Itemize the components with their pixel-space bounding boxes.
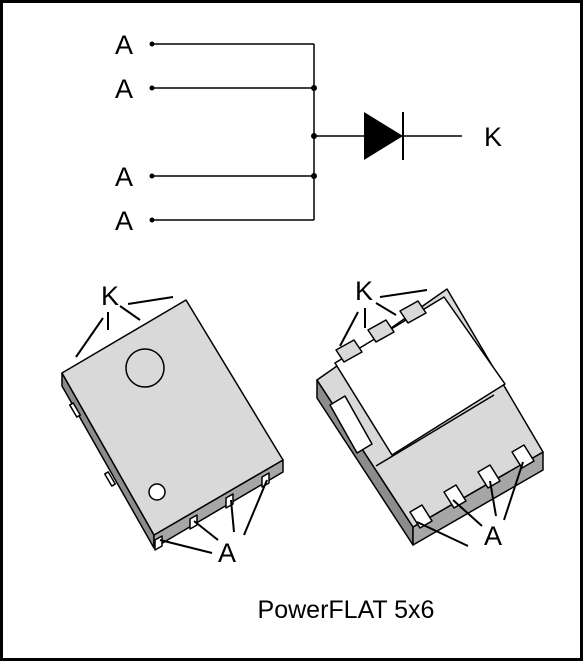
- pin-dot: [149, 173, 155, 179]
- callout-line: [375, 302, 397, 316]
- anode-pad: [477, 464, 501, 489]
- pin-dot: [149, 85, 155, 91]
- side-lead: [104, 471, 116, 487]
- top-view-callouts: [75, 296, 268, 554]
- callout-line: [119, 305, 141, 321]
- side-lead: [69, 402, 81, 418]
- cathode-pad: [399, 300, 427, 324]
- callout-line: [339, 311, 359, 347]
- cathode-pad: [367, 319, 395, 343]
- top-view-anode-label: A: [218, 538, 236, 568]
- bottom-view-anode-label: A: [484, 521, 502, 551]
- anode-label-2: A: [115, 74, 133, 104]
- schematic-dots: [149, 41, 317, 223]
- callout-line: [127, 296, 174, 305]
- callout-line: [75, 317, 104, 358]
- junction-dot: [311, 85, 317, 91]
- anode-pad: [409, 504, 433, 529]
- callout-line: [243, 479, 268, 536]
- anode-label-4: A: [115, 206, 133, 236]
- anode-lead-pad: [189, 514, 198, 530]
- pin-dot: [149, 217, 155, 223]
- side-pad: [329, 395, 373, 454]
- callout-line: [503, 461, 524, 521]
- package-top-face: [61, 299, 284, 536]
- bottom-view-callouts: [339, 289, 524, 547]
- junction-dot: [311, 133, 317, 139]
- anode-pad: [511, 444, 535, 469]
- package-marking-large: [125, 348, 165, 388]
- callout-line: [452, 499, 483, 527]
- bottom-view-cathode-label: K: [355, 276, 373, 306]
- anode-label-1: A: [115, 30, 133, 60]
- anode-label-3: A: [115, 162, 133, 192]
- junction-dot: [311, 173, 317, 179]
- diode-symbol: [364, 112, 403, 160]
- cathode-pad: [335, 339, 363, 363]
- cathode-label: K: [484, 122, 502, 152]
- callout-line: [416, 521, 469, 547]
- callout-line: [193, 520, 219, 541]
- top-view-cathode-label: K: [101, 281, 119, 311]
- anode-lead-pad: [261, 472, 270, 488]
- callout-line: [489, 480, 497, 517]
- package-bottom-view: [316, 288, 544, 546]
- callout-line: [159, 539, 213, 554]
- callout-line: [230, 499, 235, 533]
- diode-schematic: [152, 43, 462, 221]
- package-top-view: [61, 299, 284, 551]
- package-caption: PowerFLAT 5x6: [258, 596, 435, 624]
- pad-outline: [375, 394, 495, 467]
- package-marking-small: [148, 483, 166, 501]
- pin-dot: [149, 41, 155, 47]
- callout-line: [379, 289, 428, 298]
- anode-pad: [443, 484, 467, 509]
